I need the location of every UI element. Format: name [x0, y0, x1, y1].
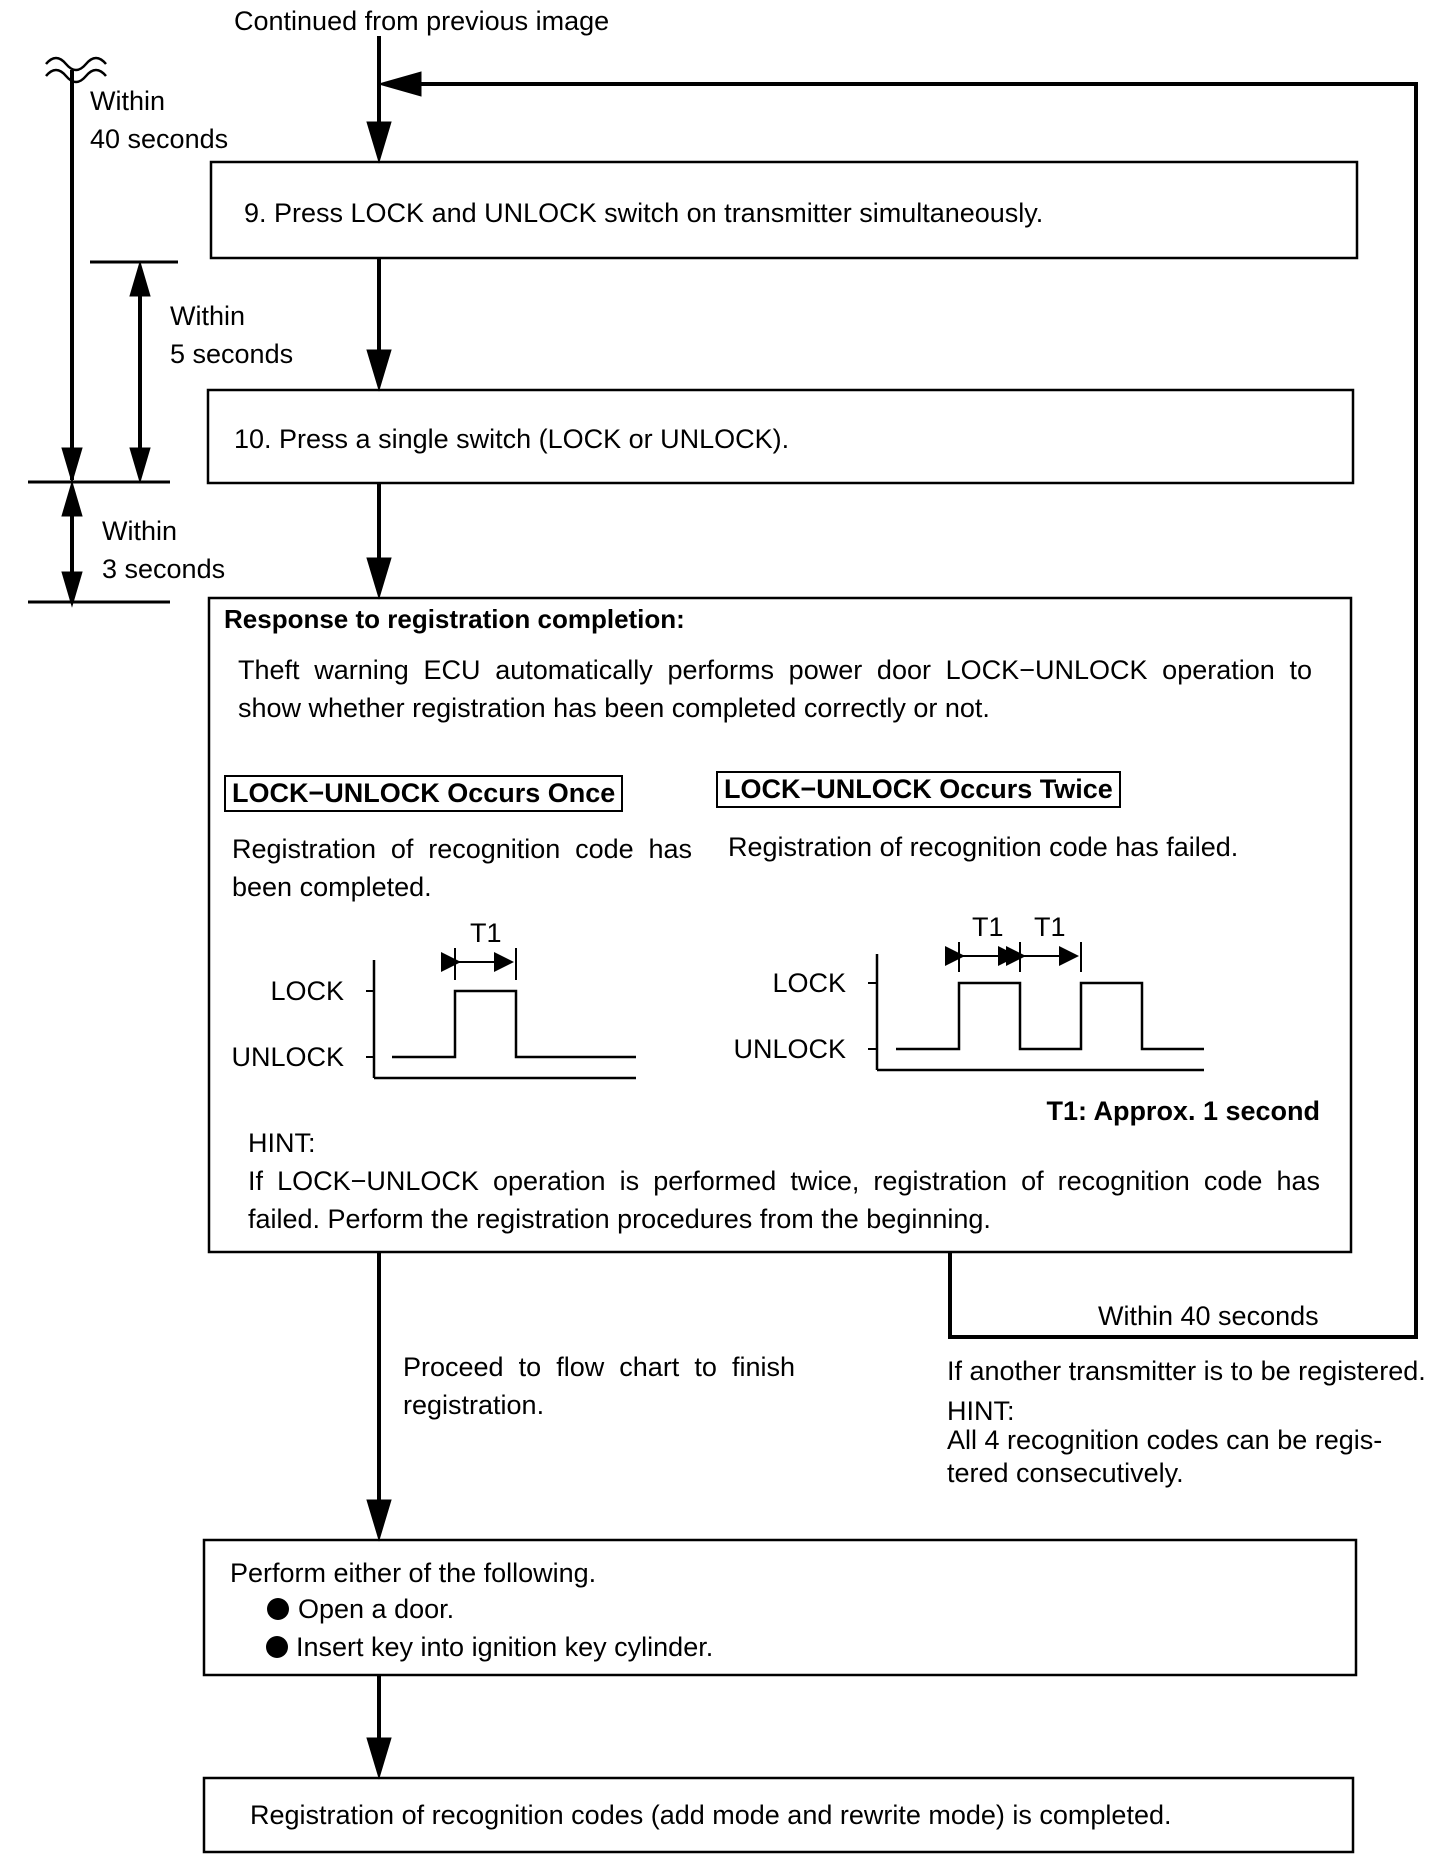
step-9-text: 9. Press LOCK and UNLOCK switch on trans…: [244, 198, 1044, 228]
response-hint-text: If LOCK−UNLOCK operation is performed tw…: [248, 1166, 1320, 1234]
response-description: Theft warning ECU automatically performs…: [238, 655, 1312, 723]
lock-label-twice: LOCK: [772, 968, 846, 998]
flow-arrow-response-to-perform: [366, 1499, 392, 1542]
loop-hint-label: HINT:: [947, 1396, 1015, 1426]
t1-label-twice-1: T1: [972, 912, 1004, 942]
lock-label-once: LOCK: [270, 976, 344, 1006]
step-9-box: [209, 160, 1359, 260]
timing-arrow-5s-up: [129, 260, 151, 297]
t1-label-twice-2: T1: [1034, 912, 1066, 942]
proceed-text: Proceed to flow chart to finish registra…: [403, 1352, 795, 1420]
once-label: LOCK−UNLOCK Occurs Once: [224, 775, 624, 812]
loop-hint-text: All 4 recognition codes can be regis- te…: [947, 1425, 1383, 1488]
unlock-label-twice: UNLOCK: [733, 1034, 846, 1064]
timing-scale: [28, 56, 178, 608]
flow-arrow-into-step9: [366, 121, 392, 164]
timing-label-3s: Within 3 seconds: [102, 516, 226, 584]
response-hint-label: HINT:: [248, 1128, 316, 1158]
waveform-twice: [868, 942, 1204, 1072]
timing-arrow-3s-down: [61, 571, 83, 608]
response-title: Response to registration completion:: [224, 604, 685, 634]
flow-boxes: [202, 160, 1359, 1854]
timing-arrow-40s: [61, 447, 83, 484]
response-box: [207, 596, 1353, 1254]
timing-arrow-5s-down: [129, 447, 151, 484]
t1-note: T1: Approx. 1 second: [1046, 1096, 1320, 1126]
perform-box: [202, 1538, 1358, 1677]
final-box: [202, 1776, 1355, 1854]
bullet-icon: [267, 1598, 289, 1620]
step-10-text: 10. Press a single switch (LOCK or UNLOC…: [234, 424, 790, 454]
final-text: Registration of recognition codes (add m…: [250, 1800, 1172, 1830]
loop-label: Within 40 seconds: [1098, 1301, 1319, 1331]
bullet-icon: [266, 1636, 288, 1658]
flow-arrow-step9-to-step10: [366, 349, 392, 392]
perform-bullet-2: Insert key into ignition key cylinder.: [296, 1632, 714, 1662]
once-text: Registration of recognition code has bee…: [232, 834, 692, 902]
pulse-trace-once: [392, 989, 636, 1059]
flow-arrow-step10-to-response: [366, 557, 392, 600]
twice-label: LOCK−UNLOCK Occurs Twice: [716, 771, 1121, 808]
continued-note: Continued from previous image: [234, 6, 610, 36]
flow-arrows: [366, 36, 1418, 1780]
twice-text: Registration of recognition code has fai…: [728, 832, 1239, 862]
perform-bullet-1: Open a door.: [298, 1594, 455, 1624]
break-mark-icon: [45, 56, 107, 72]
waveform-once: [366, 948, 636, 1080]
timing-label-40s: Within 40 seconds: [90, 86, 229, 154]
unlock-label-once: UNLOCK: [231, 1042, 344, 1072]
timing-arrow-3s-up: [61, 480, 83, 517]
perform-title: Perform either of the following.: [230, 1558, 597, 1588]
pulse-trace-twice: [896, 981, 1204, 1051]
timing-label-5s: Within 5 seconds: [170, 301, 294, 369]
loop-back-arrow: [377, 71, 422, 97]
loop-note: If another transmitter is to be register…: [947, 1356, 1426, 1386]
t1-label-once: T1: [470, 918, 502, 948]
loop-back-line: [420, 82, 1418, 1339]
break-mark-icon: [45, 68, 107, 84]
step-10-box: [206, 388, 1355, 485]
flow-arrow-perform-to-final: [366, 1737, 392, 1780]
